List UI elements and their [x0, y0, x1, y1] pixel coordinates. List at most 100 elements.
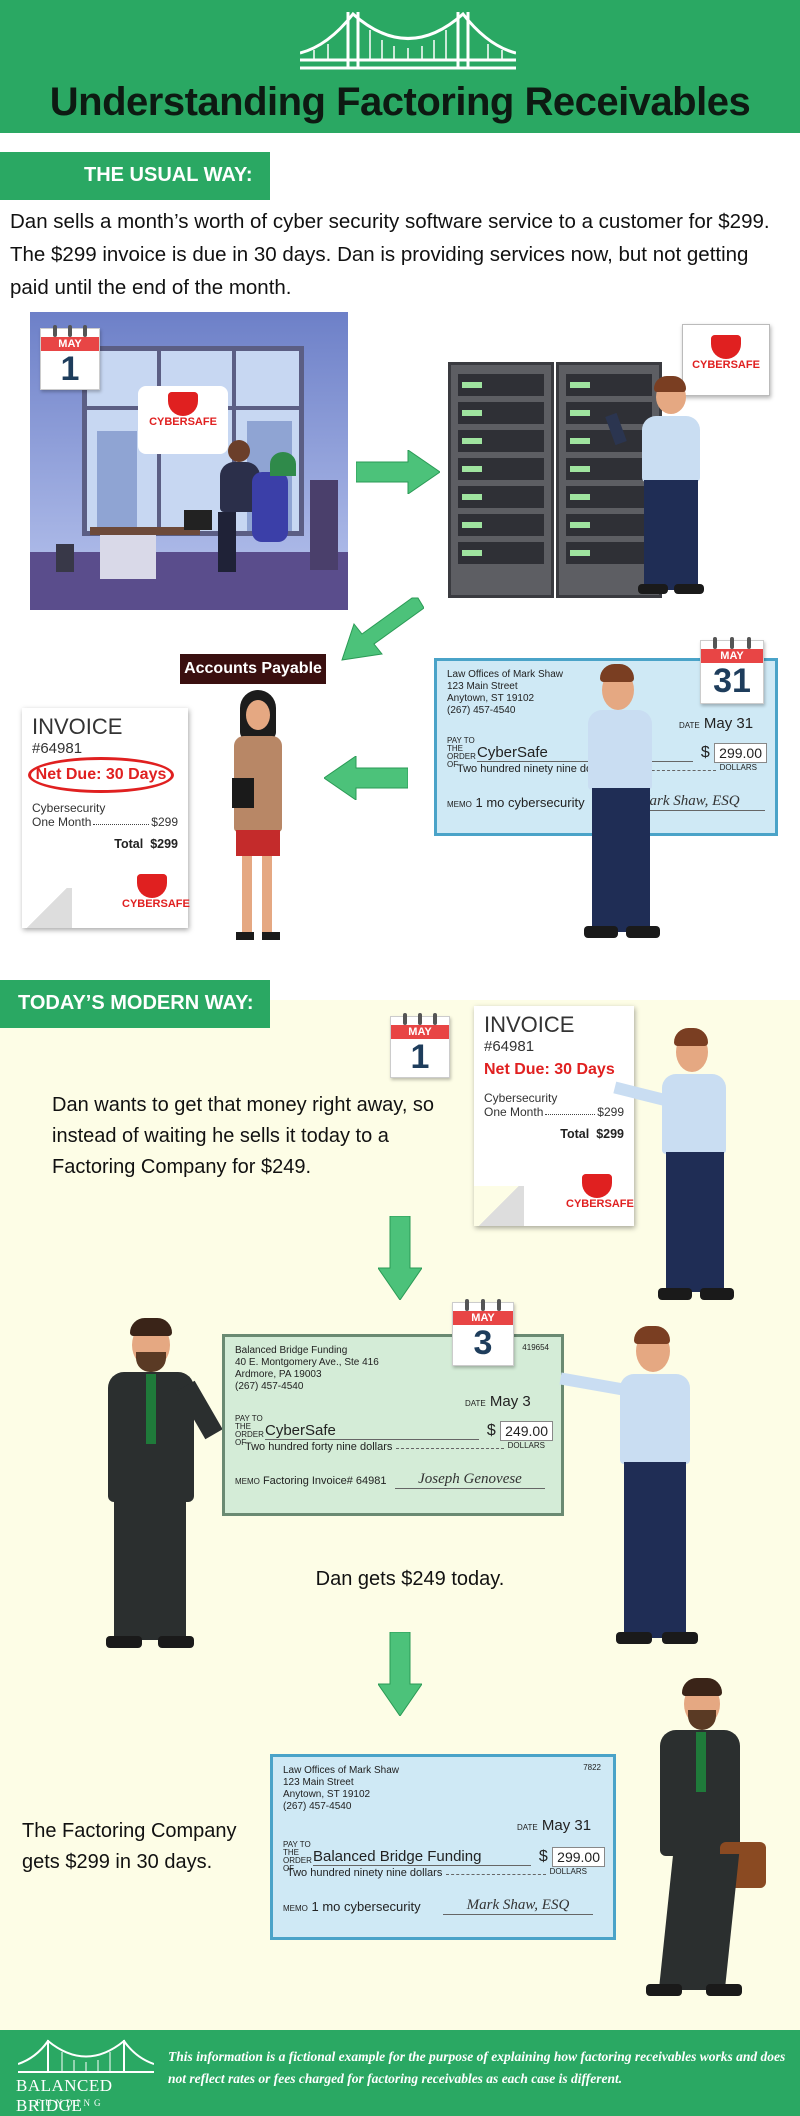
check-payer-name: Law Offices of Mark Shaw	[447, 669, 563, 680]
check-date-label: DATE	[465, 1399, 486, 1408]
man-thinking-illustration	[566, 664, 676, 948]
check-dollars-label: DOLLARS	[507, 1441, 545, 1450]
bridge-logo-icon	[18, 2039, 154, 2073]
check-memo-row: MEMO 1 mo cybersecurity	[447, 795, 585, 810]
check-memo-row: MEMO Factoring Invoice# 64981	[235, 1475, 386, 1487]
arrow-down-icon	[378, 1632, 422, 1716]
check-memo: 1 mo cybersecurity	[311, 1899, 421, 1914]
check-payer-phone: (267) 457-4540	[235, 1381, 304, 1392]
invoice-item-amount: $299	[151, 815, 178, 829]
check-date-row: DATE May 31	[517, 1817, 591, 1834]
invoice-number: #64981	[32, 740, 83, 757]
modern-text-3: The Factoring Company gets $299 in 30 da…	[22, 1820, 237, 1873]
check-signature: Mark Shaw, ESQ	[637, 793, 765, 811]
invoice-item-period: One Month	[484, 1105, 544, 1119]
modern-text-1: Dan wants to get that money right away, …	[52, 1094, 435, 1178]
check-amount: 299.00	[552, 1847, 605, 1867]
cybersafe-shield-icon	[168, 392, 198, 416]
cybersafe-logo-text: CYBERSAFE	[149, 416, 217, 428]
check-amount-words: Two hundred ninety nine dollars	[457, 763, 613, 775]
calendar-month: MAY	[391, 1025, 449, 1039]
cybersafe-logo-text: CYBERSAFE	[566, 1198, 634, 1210]
calendar-month: MAY	[453, 1311, 513, 1325]
calendar-may-1-modern: MAY 1	[390, 1013, 450, 1078]
modern-text-2: Dan gets $249 today.	[315, 1568, 505, 1590]
cybersafe-shield-icon	[582, 1174, 612, 1198]
check-signature: Joseph Genovese	[395, 1471, 545, 1489]
calendar-may-31: MAY 31	[700, 637, 764, 704]
calendar-day: 1	[410, 1038, 430, 1076]
header-banner: Understanding Factoring Receivables	[0, 0, 800, 133]
calendar-may-3: MAY 3	[452, 1299, 514, 1366]
check-payee-row: PAY TO THE ORDER OF CyberSafe $ 299.00	[447, 737, 767, 769]
man-receiving-illustration	[559, 1326, 734, 1660]
check-payee-row: PAY TO THE ORDER OF Balanced Bridge Fund…	[283, 1841, 605, 1873]
invoice-number: #64981	[484, 1038, 535, 1055]
footer: BALANCED BRIDGE FUNDING This information…	[0, 2030, 800, 2116]
invoice-total-row: Total $299	[32, 837, 178, 851]
invoice-item-row: One Month $299	[484, 1105, 624, 1119]
check-date-row: DATE May 31	[679, 715, 753, 732]
modern-way-tab: TODAY’S MODERN WAY:	[0, 980, 270, 1028]
check-number: 7822	[583, 1763, 601, 1772]
page-title: Understanding Factoring Receivables	[49, 80, 751, 124]
check-amount-words: Two hundred forty nine dollars	[245, 1441, 393, 1453]
invoice-logo: CYBERSAFE	[566, 1174, 634, 1210]
invoice-title: INVOICE	[32, 714, 123, 739]
check-currency: $	[486, 1422, 496, 1439]
check-memo-label: MEMO	[235, 1477, 260, 1486]
check-currency: $	[538, 1848, 548, 1865]
check-memo-row: MEMO 1 mo cybersecurity	[283, 1899, 421, 1914]
check-date-label: DATE	[517, 1823, 538, 1832]
cybersafe-sign: CYBERSAFE	[682, 324, 770, 396]
check-payer-city: Ardmore, PA 19003	[235, 1369, 322, 1380]
check-payer-phone: (267) 457-4540	[283, 1801, 352, 1812]
calendar-month: MAY	[701, 649, 763, 663]
check-date: May 31	[541, 1817, 592, 1834]
cybersafe-shield-icon	[711, 335, 741, 359]
check-pay-label: PAY TO THE ORDER OF	[283, 1840, 312, 1873]
check-pay-label: PAY TO THE ORDER OF	[447, 736, 476, 769]
invoice-net-due: Net Due: 30 Days	[35, 766, 167, 783]
check-date-label: DATE	[679, 721, 700, 730]
check-memo: Factoring Invoice# 64981	[262, 1475, 387, 1487]
check-words-row: Two hundred ninety nine dollars DOLLARS	[287, 1867, 587, 1879]
check-amount: 249.00	[500, 1421, 553, 1441]
cybersafe-logo-text: CYBERSAFE	[122, 898, 190, 910]
woman-accountant-illustration	[218, 690, 298, 950]
usual-intro-text: Dan sells a month’s worth of cyber secur…	[10, 210, 770, 299]
cybersafe-speech-bubble: CYBERSAFE	[138, 386, 228, 454]
invoice-item-amount: $299	[597, 1105, 624, 1119]
calendar-may-1: MAY 1	[40, 325, 100, 390]
arrow-left-icon	[324, 756, 408, 800]
check-payee-row: PAY TO THE ORDER OF CyberSafe $ 249.00	[235, 1415, 553, 1447]
invoice-net-due: Net Due: 30 Days	[484, 1061, 615, 1078]
cybersafe-shield-icon	[137, 874, 167, 898]
invoice-total: $299	[596, 1127, 624, 1141]
accounts-payable-label: Accounts Payable	[180, 654, 326, 684]
check-dollars-label: DOLLARS	[549, 1867, 587, 1876]
check-payer-name: Balanced Bridge Funding	[235, 1345, 348, 1356]
invoice-total-label: Total	[114, 837, 144, 851]
businessman-briefcase-illustration	[636, 1678, 766, 2012]
check-payer-street: 123 Main Street	[447, 681, 518, 692]
check-payer-city: Anytown, ST 19102	[283, 1789, 371, 1800]
arrow-right-icon	[356, 450, 440, 494]
check-amount-words: Two hundred ninety nine dollars	[287, 1867, 443, 1879]
invoice-card-modern: INVOICE #64981 Net Due: 30 Days Cybersec…	[474, 1006, 634, 1226]
check-payer-name: Law Offices of Mark Shaw	[283, 1765, 399, 1776]
check-payer-phone: (267) 457-4540	[447, 705, 516, 716]
check-payer-street: 40 E. Montgomery Ave., Ste 416	[235, 1357, 379, 1368]
arrow-down-left-icon	[341, 597, 424, 661]
net-due-circle: Net Due: 30 Days	[28, 757, 174, 793]
arrow-down-icon	[378, 1216, 422, 1300]
check-pay-label: PAY TO THE ORDER OF	[235, 1414, 264, 1447]
check-payer-street: 123 Main Street	[283, 1777, 354, 1788]
check-memo-label: MEMO	[283, 1904, 308, 1913]
invoice-total: $299	[150, 837, 178, 851]
check-memo: 1 mo cybersecurity	[475, 795, 585, 810]
invoice-logo: CYBERSAFE	[122, 874, 190, 910]
bridge-logo-icon	[300, 11, 516, 70]
check-signature: Mark Shaw, ESQ	[443, 1897, 593, 1915]
